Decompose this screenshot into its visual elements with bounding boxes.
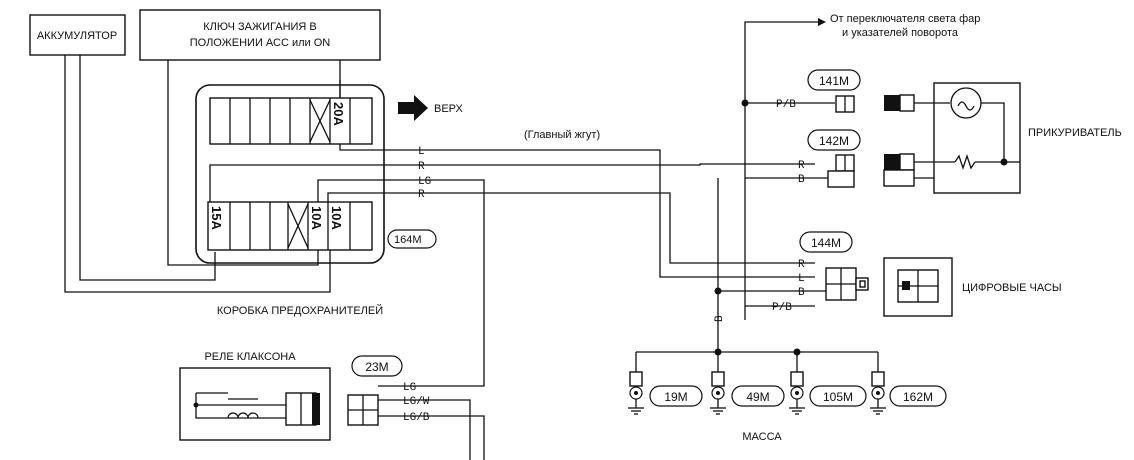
- wire-l-144-label: L: [798, 273, 805, 285]
- wire-l-label: L: [418, 146, 425, 158]
- horn-relay: РЕЛЕ КЛАКСОНА: [179, 351, 331, 441]
- fuse-15a: 15A: [209, 206, 224, 230]
- wire-b-vertical-label: B: [714, 315, 726, 322]
- clock-label: ЦИФРОВЫЕ ЧАСЫ: [962, 282, 1062, 294]
- connector-164m-badge: [387, 229, 437, 249]
- digital-clock: [883, 257, 953, 317]
- top-arrow: ВЕРХ: [398, 95, 464, 121]
- connector-49m-label: 49M: [746, 390, 769, 404]
- lower-fuse-cells: [229, 202, 351, 250]
- battery-block: АККУМУЛЯТОР: [29, 14, 126, 56]
- fuse-20a: 20A: [331, 102, 346, 126]
- ground-bus: [635, 178, 879, 372]
- fuse-10a-1: 10A: [309, 206, 324, 230]
- harness-wires: [209, 144, 815, 387]
- fuse-box-label: КОРОБКА ПРЕДОХРАНИТЕЛЕЙ: [217, 304, 383, 317]
- from-switch-label-1: От переключателя света фар: [830, 13, 980, 25]
- connector-144m-label: 144M: [811, 236, 841, 250]
- connector-49m-badge: [731, 385, 785, 407]
- ground-terminal-105m: [789, 371, 805, 415]
- ground-terminal-49m: [710, 371, 726, 415]
- wire-r-144-label: R: [798, 259, 805, 271]
- wire-pb-144-label: P/B: [772, 302, 792, 314]
- wire-lg-23-label: LG: [403, 382, 416, 394]
- connector-142m: 142M: [807, 129, 861, 188]
- upper-fuse-cells: [229, 98, 351, 144]
- connector-141m-label: 141M: [819, 74, 849, 88]
- horn-relay-label: РЕЛЕ КЛАКСОНА: [204, 351, 296, 363]
- top-label: ВЕРХ: [434, 103, 464, 115]
- feed-wires: [64, 55, 341, 293]
- fuse-box: 20A 15A 10A 10A: [195, 84, 385, 264]
- connector-142m-label: 142M: [819, 134, 849, 148]
- connector-144m: 144M: [799, 231, 869, 301]
- ignition-block: КЛЮЧ ЗАЖИГАНИЯ В ПОЛОЖЕНИИ АСС или ON: [139, 9, 381, 61]
- wire-lgb-23-label: LG/B: [403, 412, 430, 424]
- wire-lgw-23-label: LG/W: [403, 396, 430, 408]
- wire-r1-label: R: [418, 161, 425, 173]
- from-switch-label-2: и указателей поворота: [842, 27, 959, 39]
- wire-r-142-label: R: [798, 160, 805, 172]
- connector-105m-badge: [809, 385, 867, 407]
- switch-feed: От переключателя света фар и указателей …: [741, 13, 980, 320]
- connector-162m-label: 162M: [903, 390, 933, 404]
- connector-105m-label: 105M: [823, 390, 853, 404]
- connector-19m-badge: [649, 385, 703, 407]
- connector-23m: 23M: [347, 355, 485, 460]
- connector-23m-label: 23M: [365, 360, 388, 374]
- battery-label: АККУМУЛЯТОР: [37, 30, 117, 42]
- ground-label: МАССА: [742, 431, 782, 443]
- connector-162m-badge: [889, 385, 947, 407]
- ignition-label-1: КЛЮЧ ЗАЖИГАНИЯ В: [203, 21, 317, 33]
- wire-b-142-label: B: [798, 174, 805, 186]
- lighter-label: ПРИКУРИВАТЕЛЬ: [1028, 127, 1122, 139]
- ground-terminal-19m: [628, 371, 644, 415]
- wire-pb-141-label: P/B: [776, 99, 796, 111]
- ground-terminal-162m: [870, 371, 886, 415]
- connector-141m: 141M: [807, 69, 861, 113]
- connector-164m-label: 164M: [394, 234, 422, 246]
- connector-19m-label: 19M: [664, 390, 687, 404]
- fuse-10a-2: 10A: [329, 206, 344, 230]
- main-harness-label: (Главный жгут): [524, 129, 600, 141]
- ignition-label-2: ПОЛОЖЕНИИ АСС или ON: [190, 37, 331, 49]
- wire-r2-label: R: [418, 189, 425, 201]
- cigar-lighter: [883, 82, 1021, 194]
- wire-b-144-label: B: [798, 287, 805, 299]
- wire-lg-label: LG: [418, 176, 431, 188]
